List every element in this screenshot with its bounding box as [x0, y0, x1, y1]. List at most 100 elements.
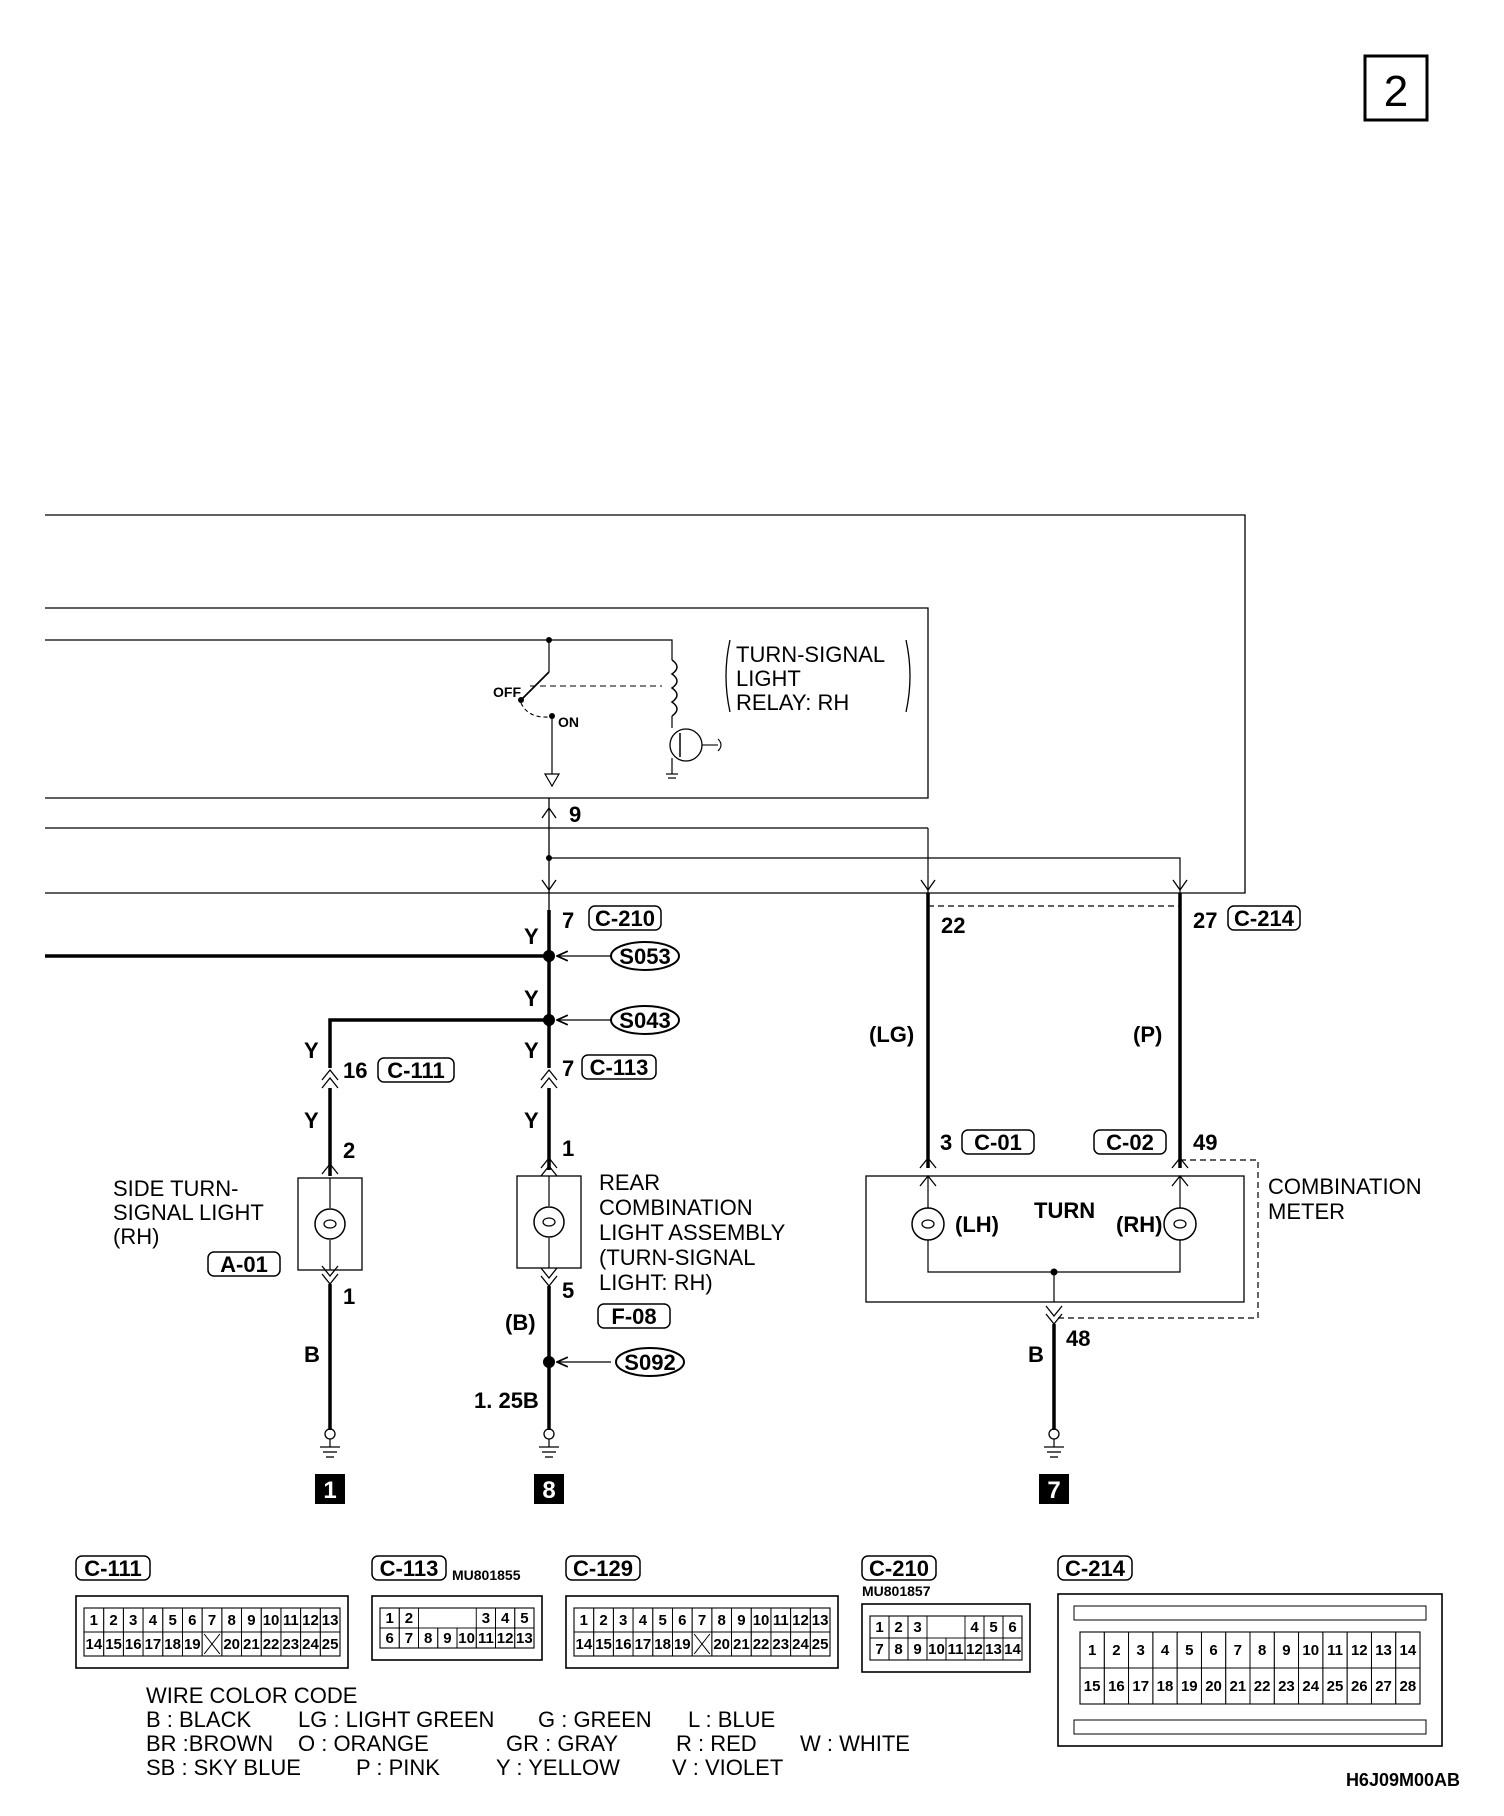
connector-part-number: MU801857 [862, 1583, 931, 1599]
connector-view-label: C-111 [84, 1556, 142, 1581]
wire-y-label-3: Y [524, 1038, 539, 1063]
rear-light-label-1: REAR [599, 1170, 660, 1195]
rear-light-label-3: LIGHT ASSEMBLY [599, 1220, 786, 1245]
color-code-lg: LG : LIGHT GREEN [298, 1707, 494, 1732]
wire-color-code: WIRE COLOR CODE B : BLACK LG : LIGHT GRE… [146, 1683, 910, 1780]
wire-b-label-2: B [1028, 1342, 1044, 1367]
connector-pin: 23 [282, 1636, 299, 1653]
connector-pin: 23 [772, 1636, 789, 1653]
wire-y-label-4: Y [304, 1038, 319, 1063]
turn-signal-relay: OFF ON TURN-SIGNAL LIGHT RELAY: RH [45, 637, 911, 788]
color-code-y: Y : YELLOW [496, 1755, 620, 1780]
connector-pin: 12 [1351, 1642, 1368, 1659]
connector-pin: 22 [753, 1636, 770, 1653]
color-code-o: O : ORANGE [298, 1731, 429, 1756]
connector-pin: 10 [928, 1641, 945, 1658]
connector-pin: 16 [125, 1636, 142, 1653]
connector-pin: 6 [1008, 1619, 1016, 1636]
side-turn-signal-light [297, 1177, 363, 1271]
connector-pin: 24 [302, 1636, 319, 1653]
rear-light-label-5: LIGHT: RH) [599, 1270, 713, 1295]
connector-pin: 12 [302, 1612, 319, 1629]
connector-pin: 11 [283, 1612, 299, 1629]
ground-tag-1: 1 [315, 1474, 345, 1504]
wire-y-label-5: Y [304, 1108, 319, 1133]
switch-on-label: ON [558, 714, 579, 730]
connector-pin: 21 [733, 1636, 750, 1653]
connector-pin: 6 [385, 1630, 393, 1647]
connector-pin: 2 [599, 1612, 607, 1629]
connector-pin: 10 [458, 1630, 475, 1647]
connector-pin: 20 [1205, 1678, 1222, 1695]
connector-pin: 21 [1230, 1678, 1247, 1695]
connector-pin: 11 [478, 1630, 494, 1647]
wire-gauge-label: 1. 25B [474, 1388, 539, 1413]
svg-text:7: 7 [1047, 1477, 1060, 1504]
connector-pin: 5 [658, 1612, 666, 1629]
c214-pin-22: 22 [941, 913, 965, 938]
connector-pin: 6 [678, 1612, 686, 1629]
connector-pin: 1 [875, 1619, 883, 1636]
outer-frame [45, 514, 1246, 894]
svg-text:S092: S092 [624, 1350, 675, 1375]
connector-pin: 1 [580, 1612, 588, 1629]
side-light-label-2: SIGNAL LIGHT [113, 1200, 264, 1225]
side-light-pin-2: 2 [343, 1138, 355, 1163]
side-light-pin-1: 1 [343, 1284, 355, 1309]
connector-pin: 2 [109, 1612, 117, 1629]
relay-box [45, 607, 929, 799]
meter-pin-3: 3 [940, 1130, 952, 1155]
connector-pin: 15 [1084, 1678, 1101, 1695]
color-code-w: W : WHITE [800, 1731, 910, 1756]
meter-turn-label: TURN [1034, 1198, 1095, 1223]
connector-pin: 19 [674, 1636, 691, 1653]
svg-text:S053: S053 [619, 944, 670, 969]
connector-pin: 4 [1161, 1642, 1170, 1659]
c02-tag: C-02 [1093, 1129, 1167, 1155]
svg-text:S043: S043 [619, 1008, 670, 1033]
connector-pin: 3 [129, 1612, 137, 1629]
ground-tag-8: 8 [534, 1474, 564, 1504]
meter-rh-label: (RH) [1116, 1212, 1162, 1237]
connector-pin: 7 [405, 1630, 413, 1647]
connector-pin: 4 [970, 1619, 979, 1636]
connector-pin: 7 [875, 1641, 883, 1658]
color-code-l: L : BLUE [688, 1707, 775, 1732]
connector-pin: 3 [913, 1619, 921, 1636]
connector-pin: 10 [263, 1612, 280, 1629]
connector-pin: 24 [1302, 1678, 1319, 1695]
connector-pin: 10 [1302, 1642, 1319, 1659]
rear-light-label-4: (TURN-SIGNAL [599, 1245, 755, 1270]
rear-light-pin-5: 5 [562, 1278, 574, 1303]
combination-meter: TURN (LH) (RH) [865, 1159, 1259, 1319]
relay-pin-9: 9 [569, 802, 581, 827]
connector-pin: 10 [753, 1612, 770, 1629]
connector-pin: 14 [1004, 1641, 1021, 1658]
connector-pin: 7 [208, 1612, 216, 1629]
connector-pin: 17 [145, 1636, 162, 1653]
connector-pin: 26 [1351, 1678, 1368, 1695]
ground-symbol-7 [1044, 1428, 1064, 1458]
connector-pin: 11 [773, 1612, 789, 1629]
connector-pin: 5 [520, 1610, 528, 1627]
svg-text:F-08: F-08 [611, 1304, 656, 1329]
connector-pin: 1 [1088, 1642, 1096, 1659]
connector-pin: 8 [228, 1612, 236, 1629]
c111-tag: C-111 [377, 1057, 455, 1083]
connector-pin: 8 [718, 1612, 726, 1629]
wire-p-label: (P) [1133, 1022, 1162, 1047]
ground-symbol-1 [320, 1428, 340, 1458]
connector-pin: 23 [1278, 1678, 1295, 1695]
connector-pin: 1 [385, 1610, 393, 1627]
connector-pin: 25 [322, 1636, 339, 1653]
meter-label-2: METER [1268, 1199, 1345, 1224]
connector-view-label: C-210 [869, 1556, 929, 1581]
rear-combination-light [516, 1175, 582, 1269]
c113-pin-7: 7 [562, 1056, 574, 1081]
wire-lg-label: (LG) [869, 1022, 914, 1047]
connector-pin: 25 [1327, 1678, 1344, 1695]
connector-pin: 13 [985, 1641, 1002, 1658]
connector-pin: 24 [792, 1636, 809, 1653]
